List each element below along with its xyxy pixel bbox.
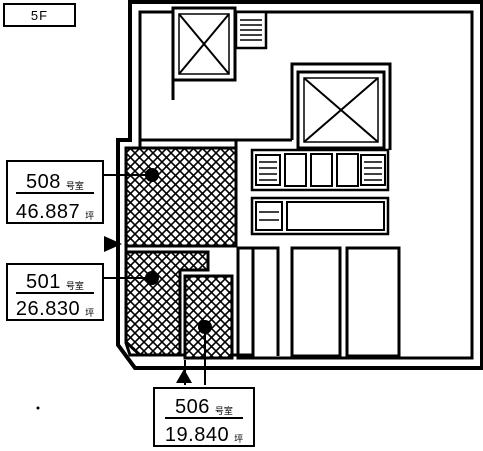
unit-506-label: 506 号室 19.840 坪 bbox=[153, 387, 255, 447]
restroom-block bbox=[250, 148, 390, 192]
core-wall bbox=[138, 12, 238, 148]
core-wall-right bbox=[236, 62, 392, 150]
room-number: 508 bbox=[26, 171, 61, 193]
unit-508-area bbox=[124, 146, 238, 248]
room-suffix: 号室 bbox=[214, 406, 233, 416]
elevator-shaft-top bbox=[171, 6, 237, 82]
building-outline bbox=[116, 0, 483, 370]
area-unit: 坪 bbox=[234, 434, 244, 444]
room-number: 506 bbox=[175, 396, 210, 418]
entrance-arrow-bottom-icon bbox=[176, 369, 192, 383]
area-value: 26.830 bbox=[15, 298, 81, 320]
stair-top bbox=[234, 10, 268, 50]
unit-508-label: 508 号室 46.887 坪 bbox=[6, 160, 104, 224]
room-number: 501 bbox=[26, 271, 61, 293]
lower-rooms bbox=[254, 246, 401, 358]
unit-506-area bbox=[183, 274, 234, 360]
utility-block bbox=[250, 196, 390, 236]
floor-label: 5F bbox=[3, 3, 76, 27]
entrance-arrow-icon bbox=[104, 236, 122, 252]
room-suffix: 号室 bbox=[65, 181, 84, 191]
area-unit: 坪 bbox=[85, 211, 95, 221]
area-value: 19.840 bbox=[164, 424, 230, 446]
unit-501-label: 501 号室 26.830 坪 bbox=[6, 263, 104, 321]
elevator-shaft-large bbox=[296, 70, 386, 150]
room-suffix: 号室 bbox=[65, 281, 84, 291]
area-value: 46.887 bbox=[15, 201, 81, 223]
area-unit: 坪 bbox=[85, 308, 95, 318]
